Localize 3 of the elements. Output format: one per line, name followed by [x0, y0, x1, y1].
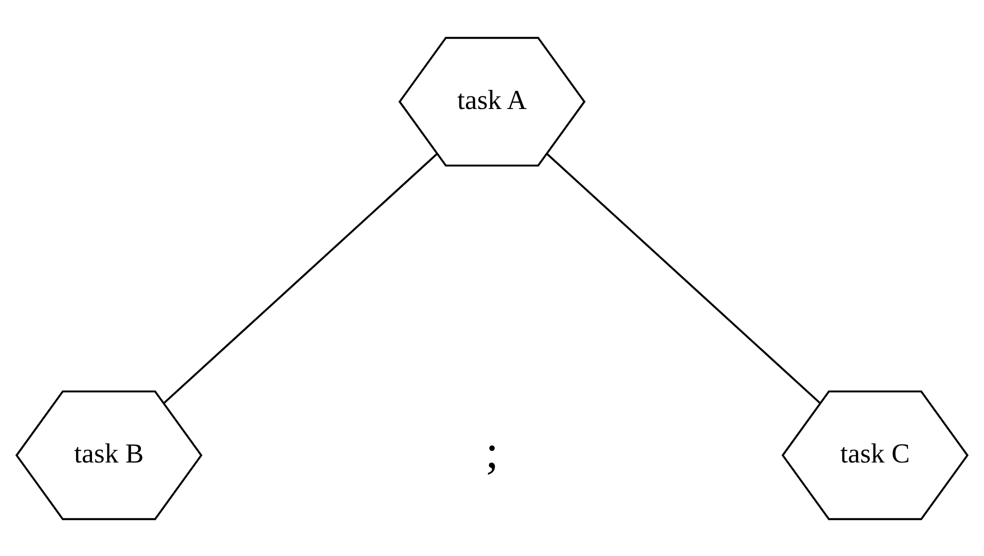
connector [546, 152, 821, 404]
connector [163, 152, 438, 404]
label: ; [485, 426, 499, 478]
